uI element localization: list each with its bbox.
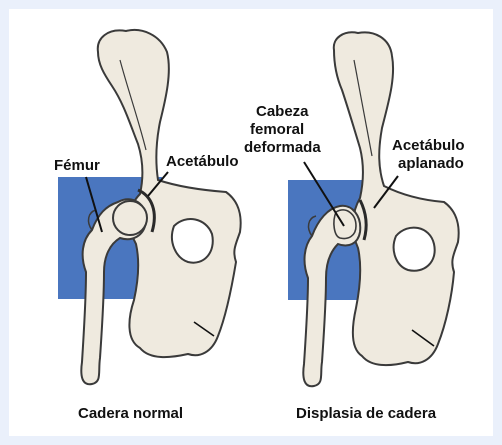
dysplastic-hip-illustration (288, 32, 459, 386)
obturator-foramen-left (172, 219, 213, 263)
label-acetabulum-left: Acetábulo (166, 153, 239, 170)
label-femur: Fémur (54, 157, 100, 174)
femoral-head-left (113, 201, 147, 235)
label-acetabulum-right-line1: Acetábulo (392, 137, 465, 154)
caption-normal-hip: Cadera normal (78, 405, 183, 422)
caption-hip-dysplasia: Displasia de cadera (296, 405, 437, 422)
label-acetabulum-right-line2: aplanado (398, 155, 464, 172)
label-head-line1: Cabeza (256, 103, 309, 120)
label-head-line2: femoral (250, 121, 304, 138)
label-head-line3: deformada (244, 139, 321, 156)
normal-hip-illustration (58, 30, 241, 384)
obturator-foramen-right (394, 228, 435, 271)
